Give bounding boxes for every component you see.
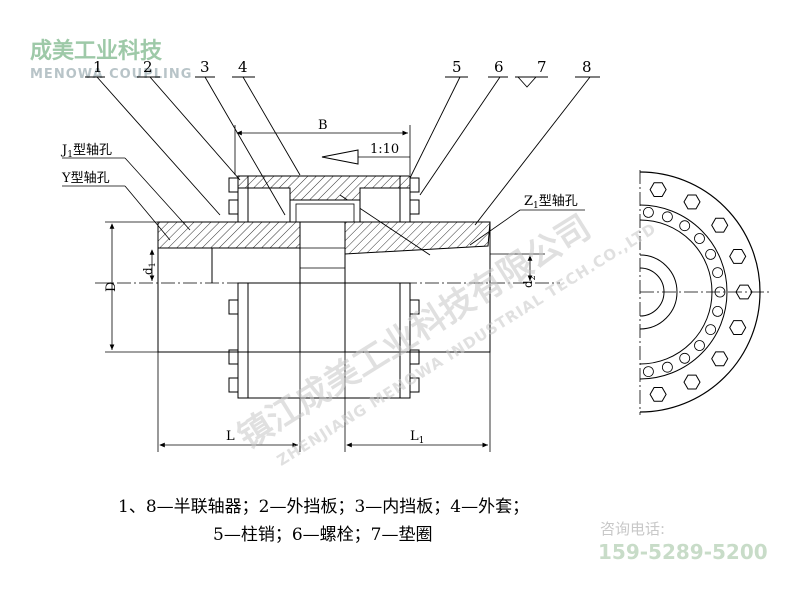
bolt-head bbox=[729, 249, 747, 264]
end-view bbox=[639, 170, 770, 415]
taper-indicator: 1:10 bbox=[321, 142, 410, 165]
part-number-6: 6 bbox=[494, 58, 504, 76]
part-number-7: 7 bbox=[537, 58, 547, 76]
label-j1: J1型轴孔 bbox=[60, 143, 112, 160]
bolt-head bbox=[649, 387, 667, 402]
pin-hole bbox=[712, 305, 723, 317]
caption-line-1: 1、8—半联轴器；2—外挡板；3—内挡板；4—外套； bbox=[118, 497, 530, 517]
bolt-head bbox=[683, 194, 701, 210]
label-L: L bbox=[226, 429, 235, 444]
bolt-head bbox=[711, 351, 729, 367]
label-taper: 1:10 bbox=[370, 142, 399, 157]
logo-en: MENOWA COUPLING bbox=[30, 67, 192, 82]
pin-hole bbox=[694, 340, 705, 351]
bolt-head bbox=[711, 217, 729, 233]
pin-hole bbox=[705, 248, 716, 260]
pin-hole bbox=[714, 286, 726, 298]
watermark-en: ZHENJIANG MENOWA INDUSTRIAL TECH.CO.,LTD bbox=[274, 219, 660, 470]
pin-hole bbox=[662, 361, 673, 373]
label-L1: L1 bbox=[410, 429, 424, 446]
part-number-labels: 1 2 3 4 5 6 7 8 bbox=[93, 58, 592, 76]
part-number-8: 8 bbox=[582, 58, 592, 76]
pin-hole bbox=[705, 324, 716, 336]
pin-hole bbox=[643, 366, 654, 378]
logo-cn: 成美工业科技 bbox=[30, 38, 163, 64]
pin-hole bbox=[679, 352, 691, 364]
label-y: Y型轴孔 bbox=[61, 171, 110, 186]
part-number-2: 2 bbox=[143, 58, 153, 76]
part-number-4: 4 bbox=[238, 58, 248, 76]
bolt-head bbox=[729, 320, 747, 335]
dimension-B: B bbox=[234, 118, 411, 175]
pin-hole bbox=[662, 211, 673, 223]
leader-lines bbox=[85, 76, 600, 256]
part-number-1: 1 bbox=[93, 58, 103, 76]
label-z1: Z1型轴孔 bbox=[524, 194, 578, 211]
label-B: B bbox=[318, 118, 328, 133]
pin-hole bbox=[643, 206, 654, 218]
logo: 成美工业科技 MENOWA COUPLING bbox=[30, 38, 192, 82]
pin-hole bbox=[712, 267, 723, 279]
contact-label: 咨询电话: bbox=[600, 520, 666, 538]
bolt-head bbox=[649, 182, 667, 197]
pin-hole bbox=[679, 220, 691, 232]
part-number-3: 3 bbox=[200, 58, 210, 76]
contact-phone: 159-5289-5200 bbox=[598, 540, 768, 564]
caption-line-2: 5—柱销；6—螺栓；7—垫圈 bbox=[213, 525, 433, 545]
label-D: D bbox=[104, 282, 119, 292]
label-d1: d1 bbox=[141, 262, 157, 275]
coupling-section-view bbox=[95, 175, 560, 399]
part-number-5: 5 bbox=[452, 58, 462, 76]
bolt-head bbox=[735, 284, 753, 300]
pin-hole bbox=[694, 233, 705, 244]
bolt-head bbox=[683, 374, 701, 390]
